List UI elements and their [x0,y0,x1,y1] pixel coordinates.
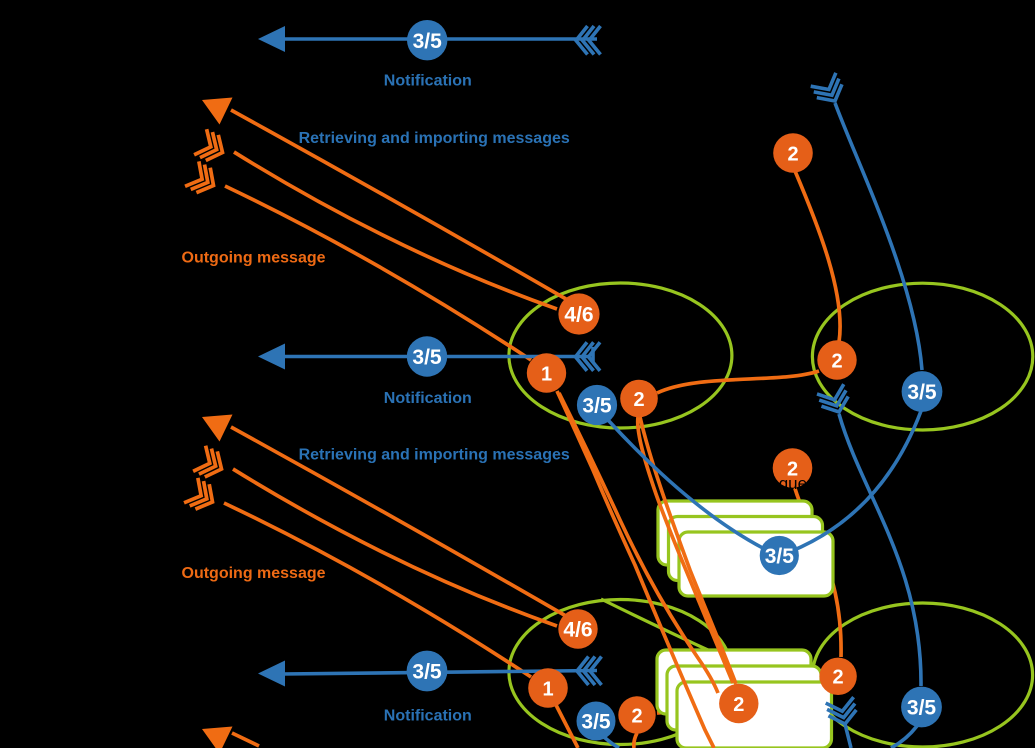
svg-text:2: 2 [631,705,642,727]
svg-text:Outgoing message: Outgoing message [182,565,326,582]
svg-text:Notification: Notification [384,390,472,407]
svg-text:Notification: Notification [384,708,472,725]
svg-text:Retrieving and importing messa: Retrieving and importing messages [299,130,570,147]
svg-text:3/5: 3/5 [582,395,612,418]
svg-text:2: 2 [831,350,842,372]
svg-text:3/5: 3/5 [765,545,795,568]
svg-text:4/6: 4/6 [563,619,592,642]
svg-text:2: 2 [833,667,844,689]
svg-text:Notification: Notification [384,73,472,90]
svg-text:3/5: 3/5 [412,661,442,684]
svg-text:4/6: 4/6 [564,304,593,327]
svg-text:3/5: 3/5 [581,711,611,734]
svg-text:3/5: 3/5 [412,346,442,369]
svg-text:1: 1 [541,363,552,385]
svg-text:2: 2 [633,389,644,411]
svg-text:3/5: 3/5 [907,381,937,404]
svg-text:2: 2 [787,143,798,165]
svg-text:Outgoing message: Outgoing message [182,250,326,267]
svg-text:2: 2 [733,694,744,716]
svg-text:3/5: 3/5 [907,697,937,720]
svg-text:1: 1 [542,678,553,700]
svg-text:3/5: 3/5 [413,30,443,53]
svg-text:2: 2 [787,458,798,480]
svg-text:Message queue: Message queue [705,474,826,493]
svg-text:Retrieving and importing messa: Retrieving and importing messages [299,447,570,464]
